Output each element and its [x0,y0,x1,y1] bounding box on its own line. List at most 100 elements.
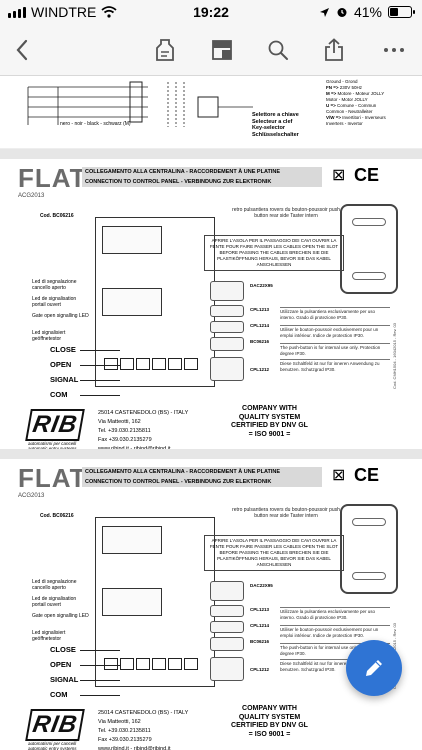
terminal-label-open: OPEN [50,660,72,669]
selector-legend-line: Key-selector [252,125,286,131]
relay-component [102,226,162,254]
brand-logo: RIB automatismi per cancelli automatic e… [25,709,88,750]
info-text-de: Diese Schaltfeld ist nur für inneren Anw… [280,361,380,372]
markup-icon [156,39,174,61]
chevron-left-icon [16,39,28,61]
part-code: CPL1213 [250,307,270,312]
selector-legend-line: Schlüsselschalter [252,131,299,138]
address-line: 25014 CASTENEDOLO (BS) - ITALY [98,710,189,716]
part-drawing [210,281,244,301]
info-text-fr: Utiliser le bouton-poussoir exclusivemen… [280,627,379,638]
info-divider [280,659,390,660]
wiring-diagram-top [27,81,253,127]
device-slot [352,272,386,280]
part-drawing [210,637,244,651]
rear-side-note: retro pulsantiera rovers du bouton-pouss… [232,207,340,219]
device-slot [352,218,386,226]
part-code: CPL1214 [250,623,270,628]
address-block: 25014 CASTENEDOLO (BS) - ITALY Via Matte… [98,409,188,454]
annotate-button[interactable] [150,34,182,66]
control-board [95,517,215,687]
wiring-legend-line: Common - Neutralleiter [326,109,373,114]
selector-legend-line: Selettore a chiave [252,112,299,118]
certification-line: = ISO 9001 = [248,730,291,738]
wire [80,395,120,396]
certification-line: CERTIFIED BY DNV GL [231,422,308,429]
battery-percent: 41% [353,4,382,20]
info-text-en: The push-button is for internal use only… [280,345,381,356]
carrier-name: WINDTRE [31,4,97,20]
info-divider [280,307,390,308]
push-button-device [340,204,398,294]
page-header: COLLEGAMENTO ALLA CENTRALINA - RACCORDEM… [82,167,322,187]
signal-icon [8,6,26,18]
part-code: DAC22X95 [250,583,273,588]
back-button[interactable] [6,34,38,66]
info-divider [280,625,390,626]
info-text-it: Utilizzare la pulsantiera esclusivamente… [280,609,376,620]
wire [80,350,120,351]
page-header: COLLEGAMENTO ALLA CENTRALINA - RACCORDEM… [82,467,322,487]
wire [80,695,120,696]
more-button[interactable] [378,34,410,66]
terminal-label-signal: SIGNAL [50,375,79,384]
status-right: 41% [319,4,415,20]
push-button-device [340,504,398,594]
document-view[interactable]: nero - noir - black - schwarz (M) Selett… [0,77,422,750]
terminal-label-com: COM [50,690,68,699]
wifi-icon [101,6,117,18]
share-icon [325,38,343,61]
document-code: Cod. CMH1504 - 16042015 - Rev. 03 [392,323,397,389]
terminal-label-com: COM [50,390,68,399]
info-divider [280,359,390,360]
product-code: ACG2013 [18,493,45,499]
format-button[interactable] [206,34,238,66]
info-text-de: Diese Schaltfeld ist nur für inneren Anw… [280,661,380,672]
part-code: CPL1212 [250,667,270,672]
led-label: Gate open signalling LED [32,613,89,619]
cable-warning: APRIRE L'ASOLA PER IL PASSAGGIO DEI CAVI… [204,535,344,571]
header-line-1: COLLEGAMENTO ALLA CENTRALINA - RACCORDEM… [85,469,281,475]
info-divider [280,325,390,326]
part-code: BC06216 [250,339,270,344]
part-drawing [210,657,244,681]
certification-line: COMPANY WITH [242,705,297,712]
document-page: FLAT COLLEGAMENTO ALLA CENTRALINA - RACC… [0,159,422,452]
info-divider [280,607,390,608]
part-drawing [210,305,244,317]
certification-line: QUALITY SYSTEM [238,713,301,721]
product-title: FLAT [18,463,87,493]
info-text-fr: Utiliser le bouton-poussoir exclusivemen… [280,327,379,338]
address-line: www.ribind.it - ribind@ribind.it [98,746,171,750]
part-code: DAC22X95 [250,283,273,288]
wiring-legend-line: M => Motore - Moteur JOLLY [326,91,385,96]
alarm-icon [337,8,347,17]
brand-tagline: automatismi per cancelli [28,441,77,446]
part-drawing [210,581,244,601]
relay-component [102,288,162,316]
address-line: Via Matteotti, 162 [98,719,141,725]
search-button[interactable] [262,34,294,66]
led-label: Led di segnalazione cancello aperto [32,579,77,591]
weee-bin-icon: ⊠ [332,167,346,184]
page-separator [0,149,422,159]
relay-component [102,588,162,616]
board-code: Cod. BC06216 [40,213,74,219]
ce-mark-icon: CE [354,465,380,485]
board-code: Cod. BC06216 [40,513,74,519]
certification-block: COMPANY WITH QUALITY SYSTEM CERTIFIED BY… [212,405,327,439]
part-drawing [210,621,244,633]
info-divider [280,643,390,644]
edit-fab-button[interactable] [346,640,402,696]
certification-line: COMPANY WITH [242,405,297,412]
wiring-legend-key: M => [326,91,338,96]
wiring-legend-key: V/W => [326,115,343,120]
certification-block: COMPANY WITH QUALITY SYSTEM CERTIFIED BY… [212,705,327,739]
terminal-label-signal: SIGNAL [50,675,79,684]
share-button[interactable] [318,34,350,66]
wiring-legend-key: FN => [326,85,340,90]
wiring-legend-line: Inverters - Invertor [326,121,363,126]
location-icon [319,7,329,17]
rear-side-note: retro pulsantiera rovers du bouton-pouss… [232,507,340,519]
